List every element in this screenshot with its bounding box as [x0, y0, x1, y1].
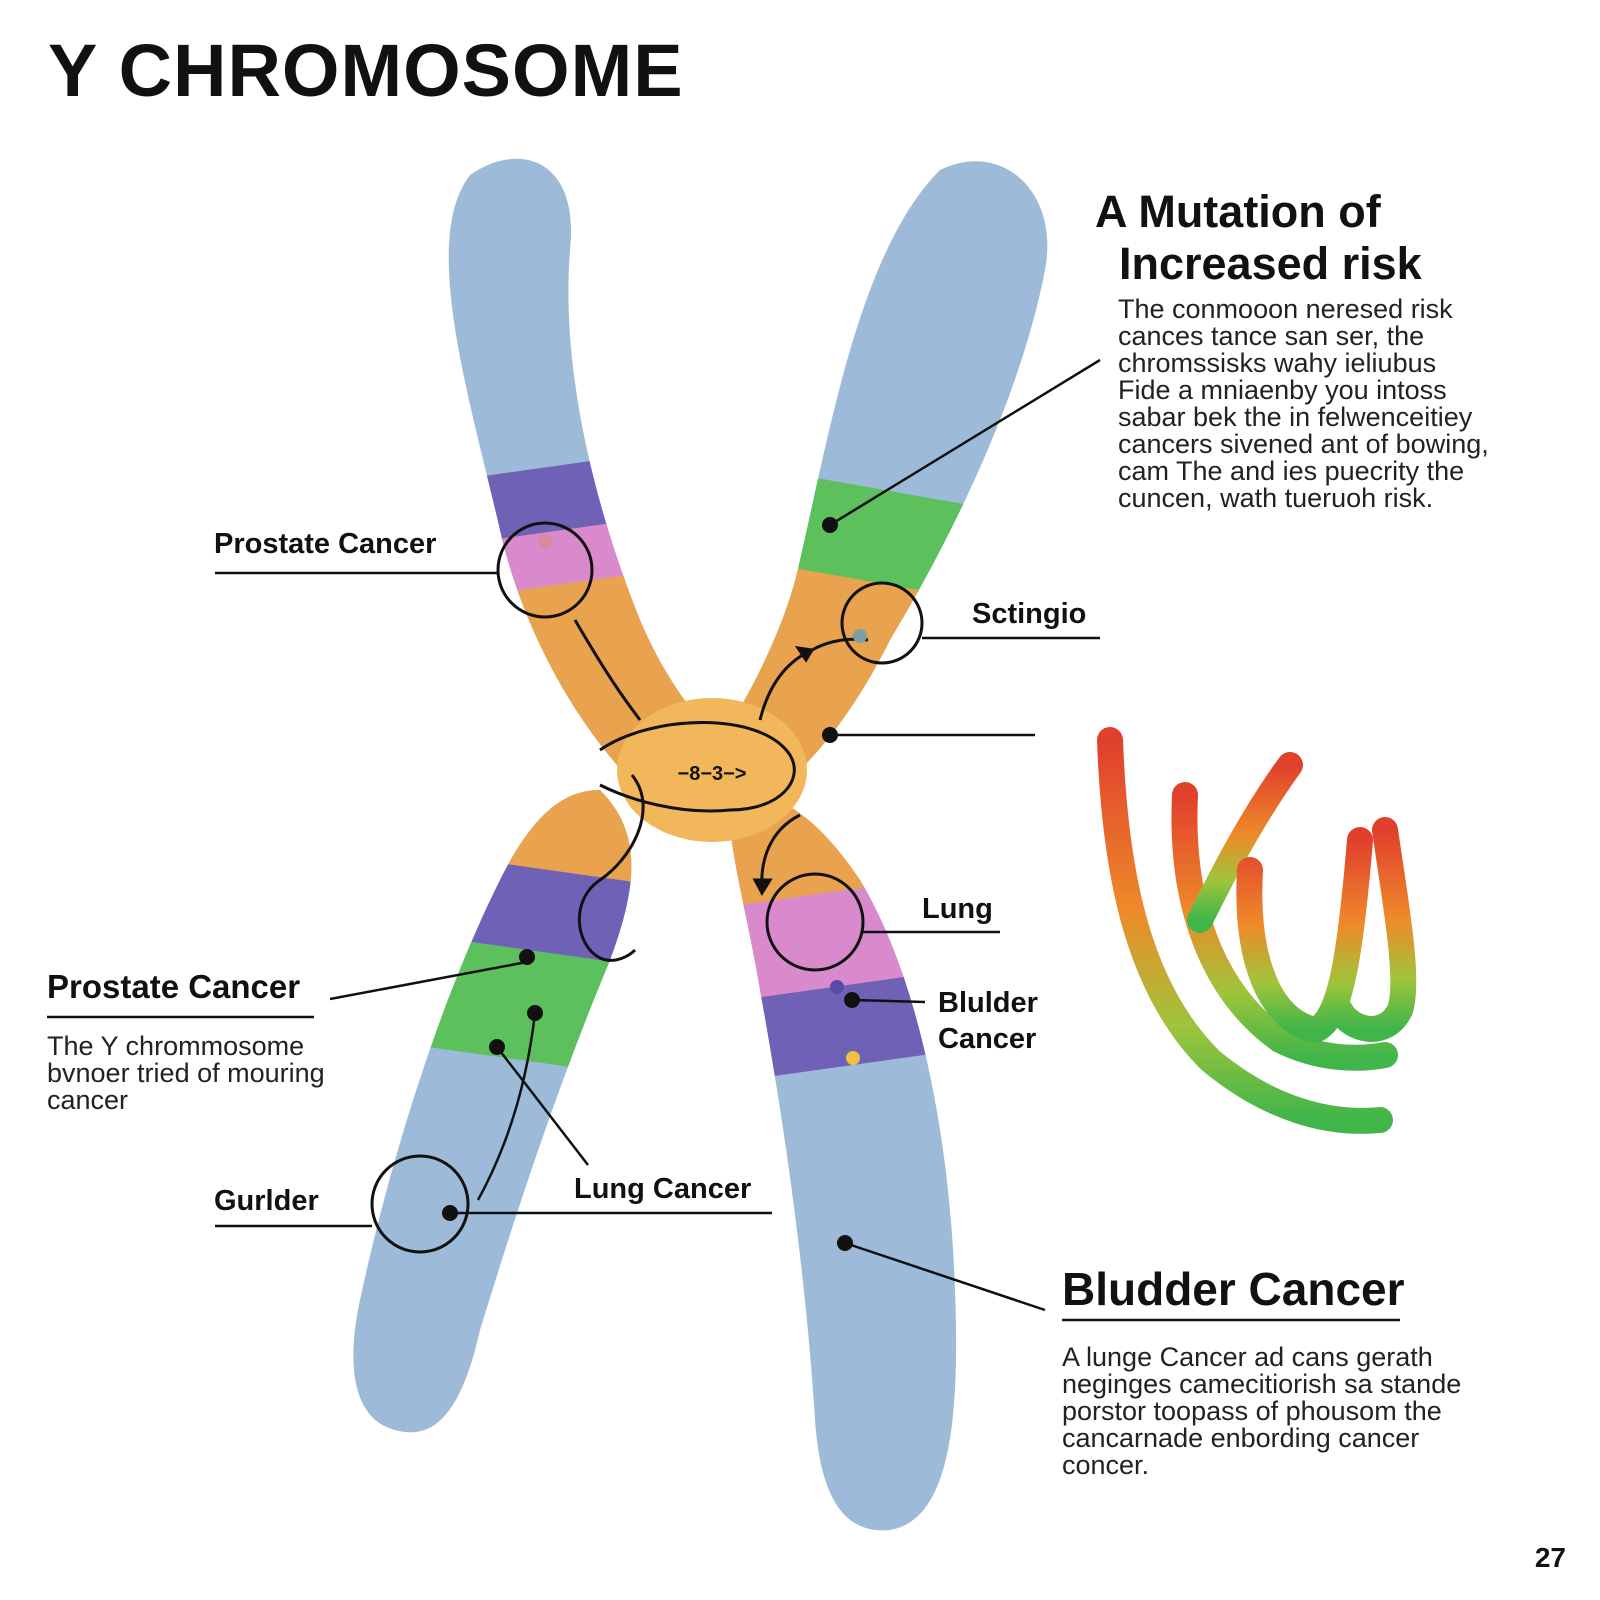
- bladder-heading: Bludder Cancer: [1062, 1263, 1405, 1315]
- bladder-body: A lunge Cancer ad cans gerath neginges c…: [1062, 1344, 1461, 1479]
- page-title: Y CHROMOSOME: [48, 29, 684, 112]
- band-green: [374, 930, 632, 1090]
- label-lung: Lung: [922, 893, 993, 925]
- bladder-body-line: A lunge Cancer ad cans gerath: [1062, 1342, 1433, 1372]
- label-bludder-line1: Blulder: [938, 987, 1038, 1019]
- label-sctingio: Sctingio: [972, 598, 1087, 630]
- centromere: −8−3−>: [599, 698, 807, 842]
- highlight-circle-gurlder: [370, 1154, 470, 1254]
- leader-lines: [47, 358, 1400, 1322]
- pathway-arrows: [573, 619, 869, 962]
- dna-strands-graphic: [1097, 727, 1417, 1134]
- page-number: 27: [1534, 1542, 1566, 1573]
- bladder-body-line: porstor toopass of phousom the: [1062, 1396, 1442, 1426]
- bladder-panel: Bludder Cancer A lunge Cancer ad cans ge…: [1062, 1262, 1461, 1479]
- chromatid-lower-right: [729, 790, 957, 1531]
- label-prostate-cancer-top: Prostate Cancer: [214, 528, 437, 560]
- mutation-body-line: cances tance san ser, the: [1118, 321, 1425, 351]
- mutation-body-line: Fide a mniaenby you intoss: [1118, 375, 1447, 405]
- mutation-body-line: cuncen, wath tueruoh risk.: [1118, 483, 1434, 513]
- highlight-circle-sctingio: [840, 581, 924, 665]
- mutation-heading-line1: A Mutation of: [1095, 186, 1381, 237]
- highlight-circle-lung: [765, 872, 865, 972]
- left-note-line: The Y chrommosome: [47, 1031, 305, 1061]
- mutation-body: The conmooon neresed risk cances tance s…: [1095, 296, 1489, 512]
- mutation-body-line: sabar bek the in felwenceitiey: [1118, 402, 1473, 432]
- mutation-body-line: cancers sivened ant of bowing,: [1118, 429, 1489, 459]
- bladder-body-line: neginges camecitiorish sa stande: [1062, 1369, 1462, 1399]
- bladder-body-line: cancarnade enbording cancer: [1062, 1423, 1420, 1453]
- left-note: The Y chrommosome bvnoer tried of mourin…: [47, 1033, 325, 1114]
- label-prostate-cancer-left: Prostate Cancer: [47, 968, 301, 1005]
- highlight-circle-prostate: [496, 521, 594, 619]
- left-note-line: bvnoer tried of mouring: [47, 1058, 325, 1088]
- mutation-panel: A Mutation of Increased risk The conmooo…: [1095, 186, 1489, 512]
- highlight-circles: [370, 521, 924, 1254]
- bladder-body-line: concer.: [1062, 1450, 1150, 1480]
- chromatid-lower-left: [353, 790, 632, 1433]
- mutation-body-line: The conmooon neresed risk: [1118, 294, 1453, 324]
- mutation-body-line: chromssisks wahy ieliubus: [1118, 348, 1437, 378]
- label-lung-cancer: Lung Cancer: [574, 1173, 752, 1205]
- label-gurlder: Gurlder: [214, 1185, 319, 1217]
- centromere-label: −8−3−>: [678, 763, 747, 785]
- label-bludder-cancer-small: Blulder Cancer: [938, 985, 1038, 1057]
- mutation-body-line: cam The and ies puecrity the: [1118, 456, 1465, 486]
- label-bludder-line2: Cancer: [938, 1023, 1037, 1055]
- mutation-heading-line2: Increased risk: [1119, 238, 1422, 289]
- left-note-line: cancer: [47, 1085, 129, 1115]
